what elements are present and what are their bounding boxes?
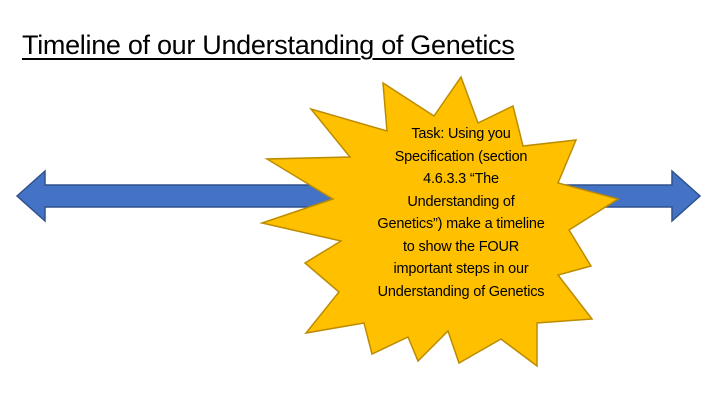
task-line: to show the FOUR	[402, 238, 520, 255]
task-line: Understanding of Genetics	[377, 283, 545, 300]
task-line: Specification (section	[394, 148, 528, 165]
task-line: Genetics”) make a timeline	[377, 216, 545, 232]
slide-title: Timeline of our Understanding of Genetic…	[22, 30, 515, 60]
task-callout: Task: Using you Specification (section 4…	[348, 123, 574, 303]
task-line: Task: Using you	[411, 126, 511, 142]
task-line: Understanding of	[407, 193, 515, 210]
starburst-icon	[259, 75, 620, 368]
task-line: important steps in our	[393, 261, 529, 277]
task-line: 4.6.3.3 “The	[423, 171, 499, 187]
